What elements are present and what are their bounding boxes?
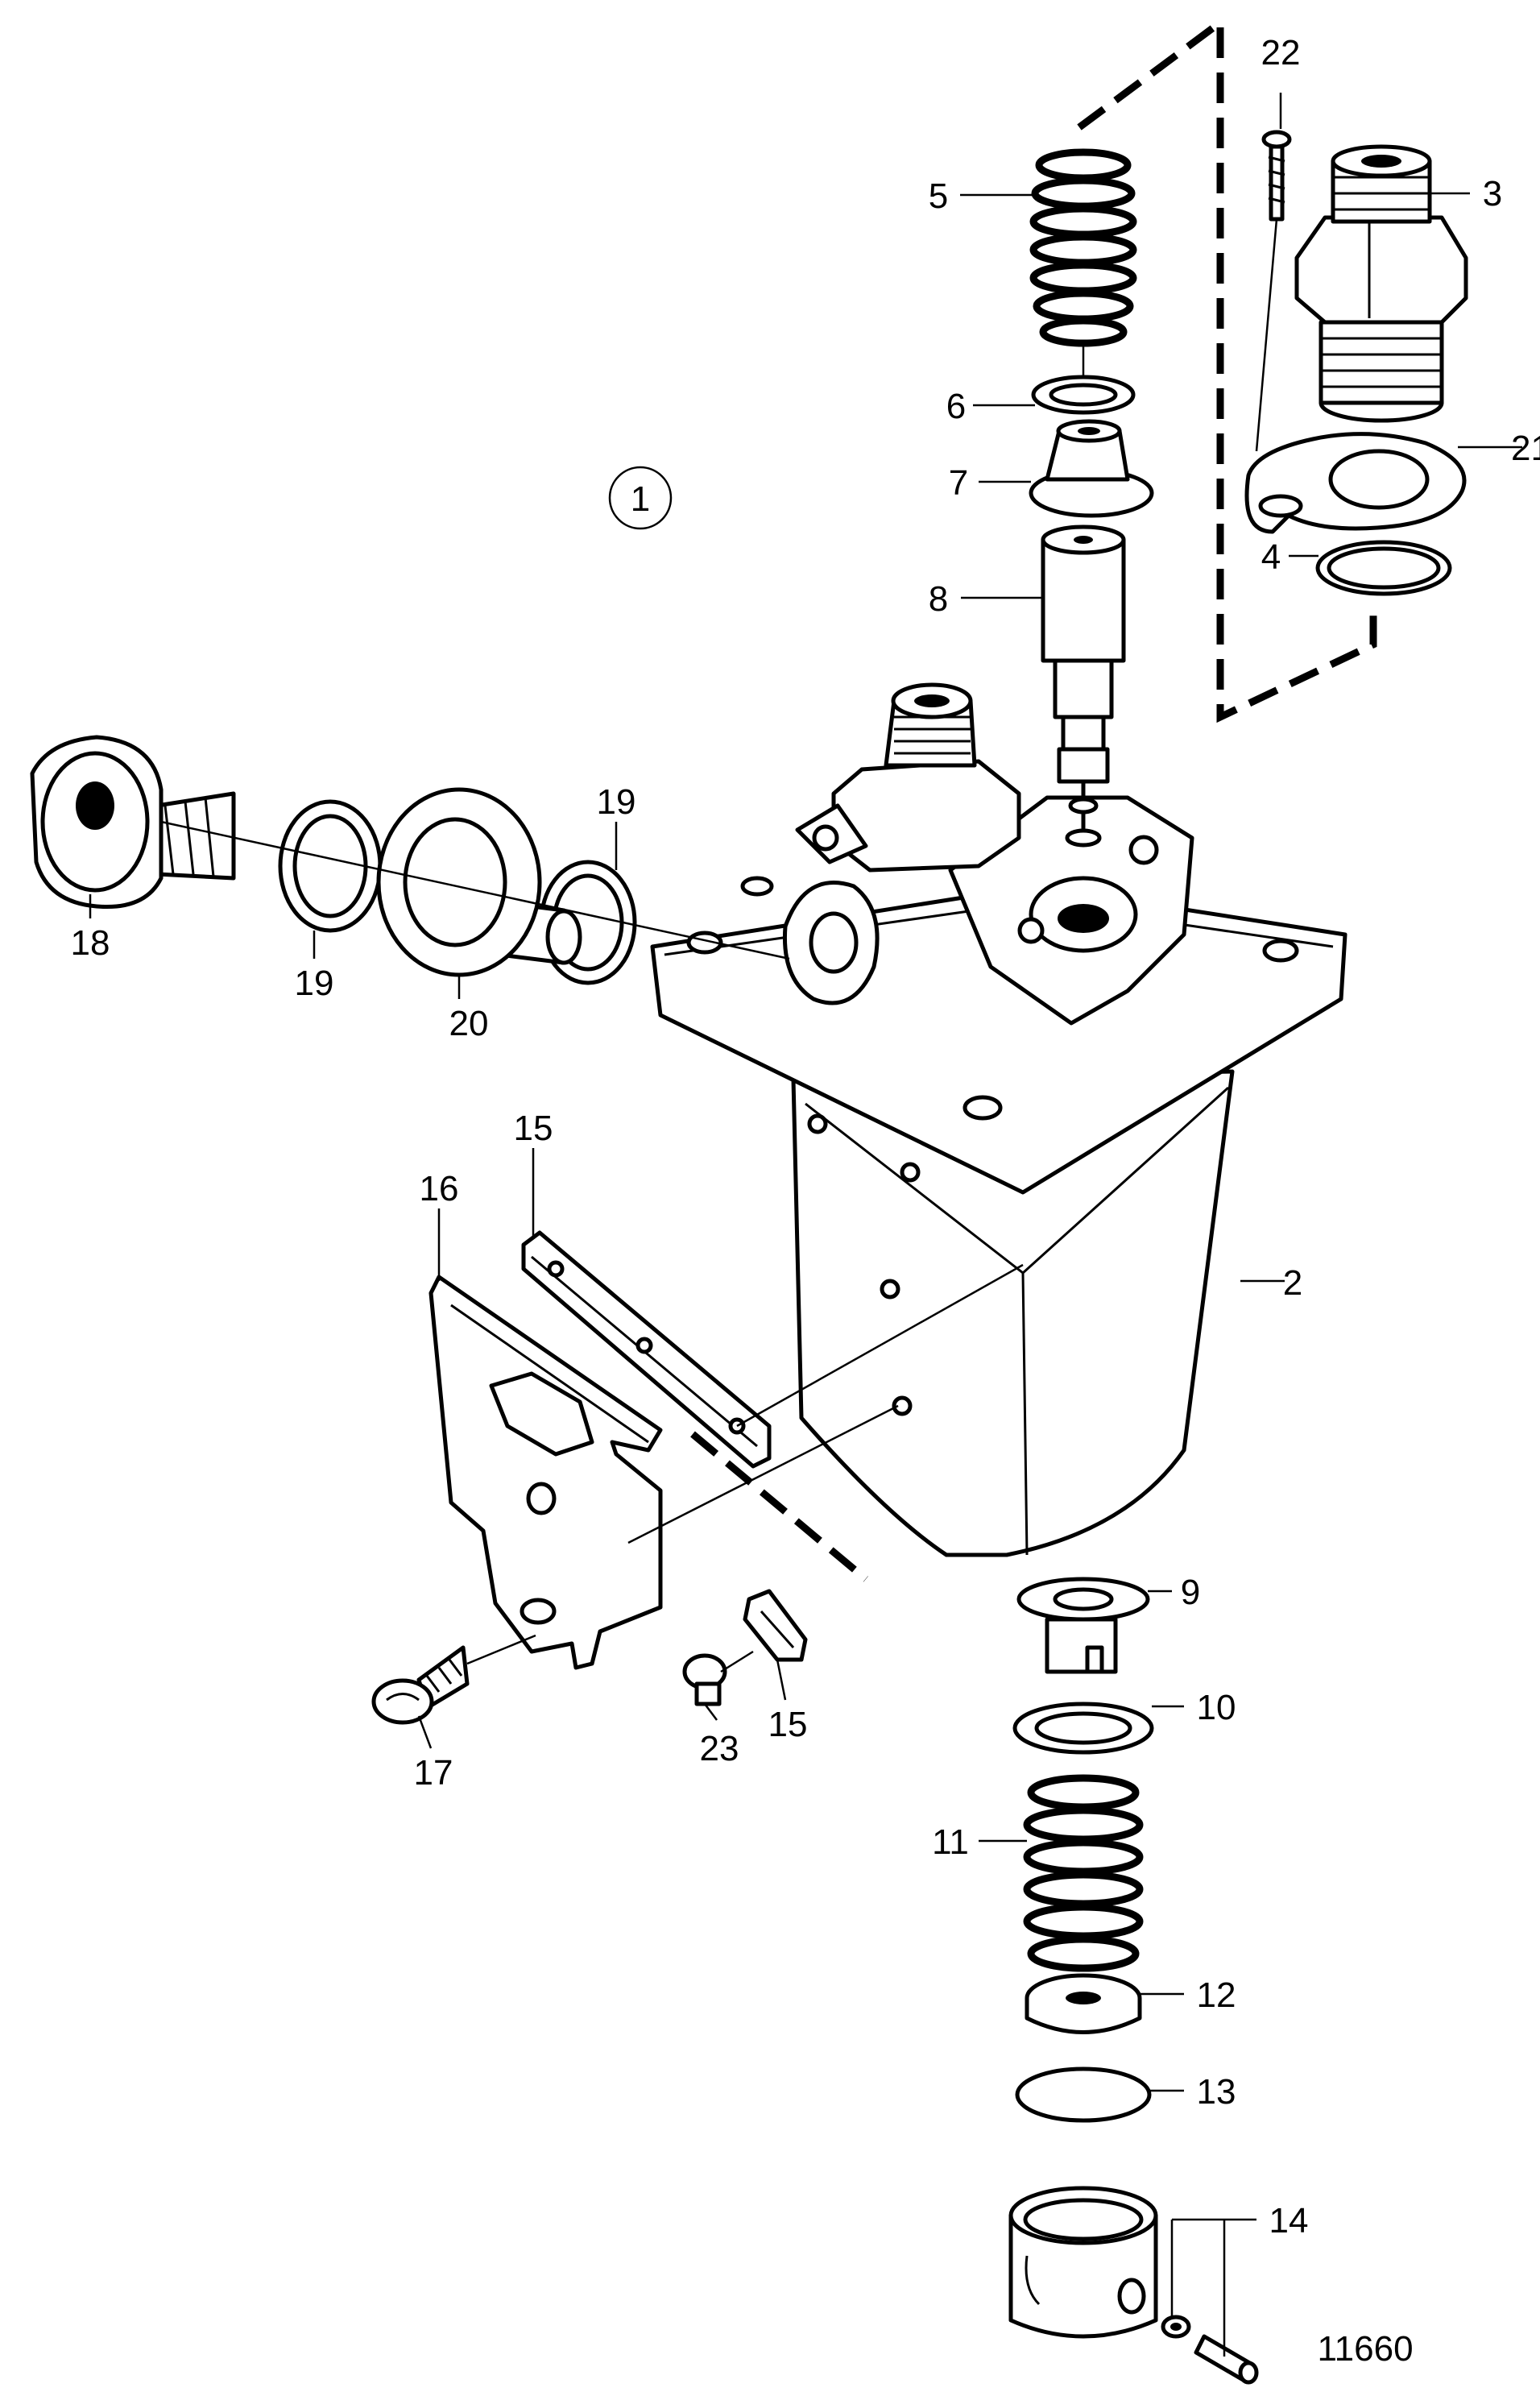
callout-11: 11: [932, 1822, 969, 1862]
assembly-dash-lines: [690, 15, 1377, 1582]
callout-leaders: [89, 93, 1522, 2357]
callout-15-clip: 15: [768, 1705, 808, 1744]
callout-13: 13: [1197, 2072, 1236, 2112]
delivery-valve-spring: [1029, 148, 1137, 379]
callout-labels: 1 2 3 4 5 6 7 8 9 10 11 12 13 14 15 15 1…: [71, 33, 1540, 2369]
callout-23: 23: [700, 1729, 739, 1768]
callout-22: 22: [1261, 33, 1301, 73]
rack-clip-15: [743, 1589, 808, 1662]
drawing-number: 11660: [1317, 2329, 1413, 2369]
guide-sleeve-9: [1016, 1577, 1150, 1674]
sealing-washer-19-left: [278, 799, 383, 933]
callout-20: 20: [449, 1004, 489, 1043]
callout-9: 9: [1181, 1573, 1200, 1612]
callout-8: 8: [929, 579, 948, 619]
cover-plate-16: [428, 1275, 899, 1670]
callout-10: 10: [1197, 1688, 1236, 1727]
washer-6: [1031, 375, 1136, 415]
callout-17: 17: [414, 1753, 453, 1793]
callout-7: 7: [949, 463, 968, 503]
callout-12: 12: [1197, 1975, 1236, 2015]
callout-19-upper: 19: [597, 782, 636, 822]
lock-plate: [1244, 432, 1467, 534]
valve-seat-7: [1029, 419, 1154, 518]
callout-4: 4: [1261, 537, 1281, 577]
spring-seat-10: [1012, 1702, 1154, 1755]
plunger-spring-11: [1023, 1774, 1144, 1972]
screw-17: [371, 1634, 536, 1725]
callout-21: 21: [1511, 429, 1540, 468]
pin-23: [682, 1650, 754, 1706]
callout-19-lower: 19: [295, 964, 334, 1003]
banjo-bolt-18: [30, 735, 236, 910]
callout-2: 2: [1283, 1263, 1302, 1303]
callout-3: 3: [1483, 174, 1502, 213]
leader-axis-18-20: [160, 820, 790, 960]
assembly-circle: [608, 466, 673, 530]
callout-16: 16: [420, 1169, 459, 1208]
roller-tappet-14: [1008, 2186, 1259, 2385]
control-rack-15: [521, 1230, 1024, 1469]
pump-housing: [650, 682, 1348, 1557]
callout-5: 5: [929, 176, 948, 216]
screw-22: [1255, 130, 1292, 452]
delivery-valve-holder: [1294, 144, 1468, 423]
pump-element-8: [1041, 524, 1126, 848]
lower-spring-seat-12: [1025, 1973, 1142, 2034]
circlip-13: [1015, 2066, 1152, 2123]
callout-15-rack: 15: [514, 1109, 553, 1148]
banjo-fitting-20: [376, 787, 582, 977]
callout-14: 14: [1269, 2201, 1309, 2241]
callout-18: 18: [71, 923, 110, 963]
callout-6: 6: [946, 387, 966, 426]
sealing-ring-4: [1315, 540, 1452, 596]
assembly-number-label: 1: [631, 479, 650, 519]
